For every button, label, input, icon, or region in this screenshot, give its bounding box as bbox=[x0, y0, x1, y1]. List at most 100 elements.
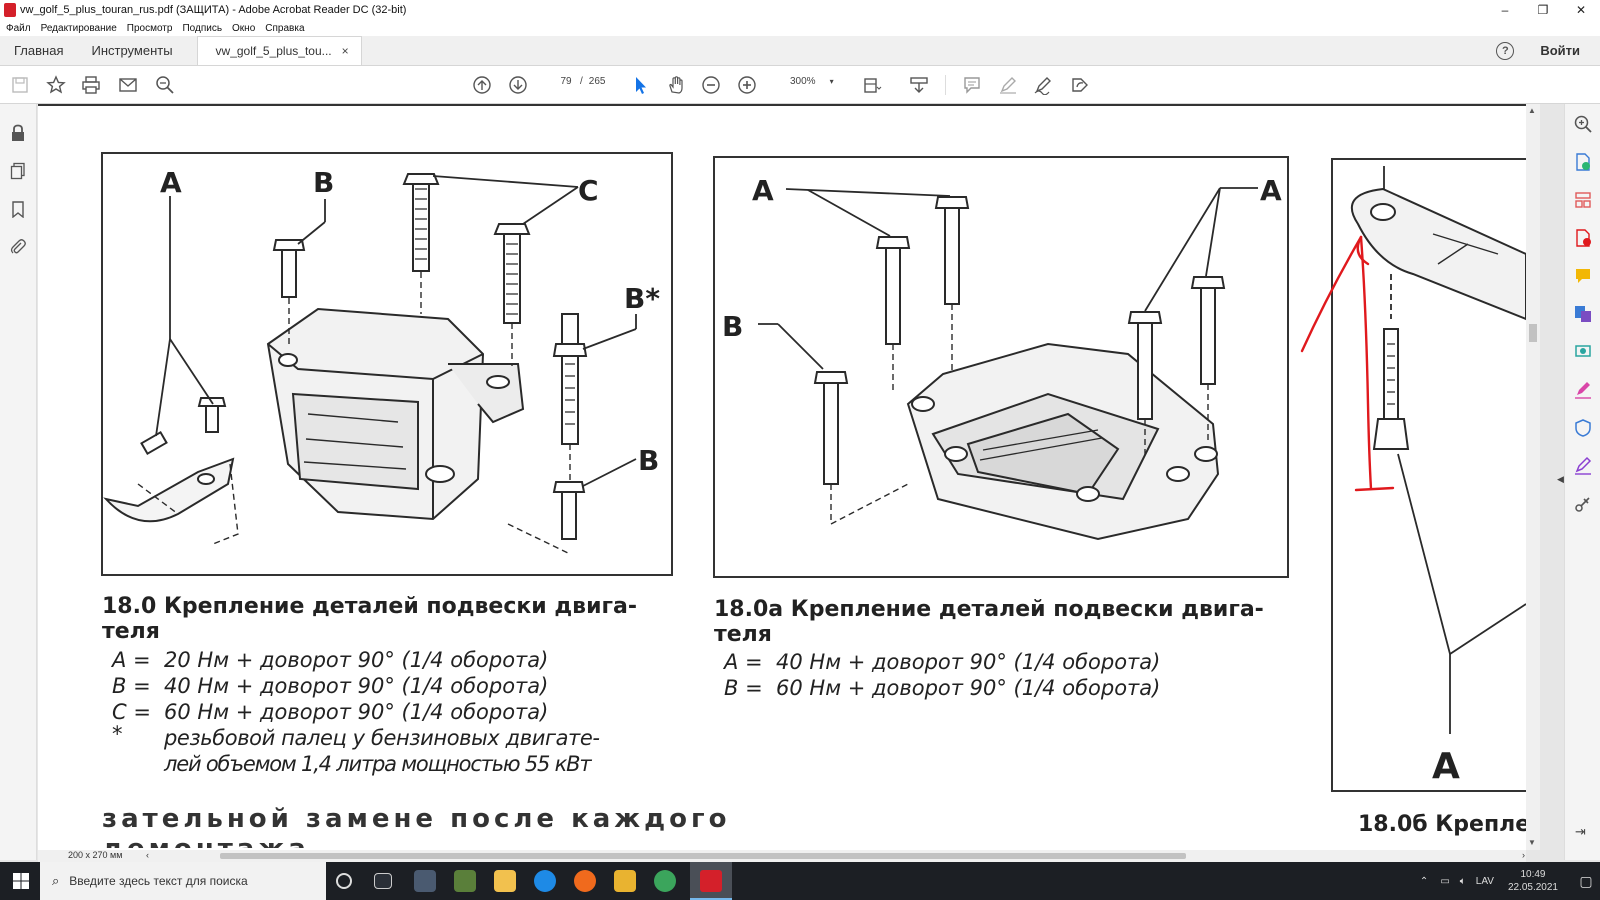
media-player-icon[interactable] bbox=[614, 870, 636, 892]
file-explorer-icon[interactable] bbox=[494, 870, 516, 892]
next-page-icon[interactable] bbox=[508, 75, 528, 95]
email-icon[interactable] bbox=[118, 75, 138, 95]
menu-view[interactable]: Просмотр bbox=[126, 22, 173, 34]
organize-pages-icon[interactable] bbox=[1573, 190, 1593, 210]
create-pdf-icon[interactable] bbox=[1573, 228, 1593, 248]
scroll-mode-icon[interactable] bbox=[909, 75, 929, 95]
login-button[interactable]: Войти bbox=[1540, 43, 1580, 58]
collapse-right-pane-icon[interactable]: ◀ bbox=[1557, 474, 1564, 484]
figure-1-spec-b: B =40 Нм + доворот 90° (1/4 оборота) bbox=[112, 673, 548, 699]
search-zoom-icon[interactable] bbox=[155, 75, 175, 95]
volume-icon[interactable]: 🔈︎ bbox=[1459, 875, 1466, 887]
menu-window[interactable]: Окно bbox=[232, 22, 256, 34]
spec-value: 40 Нм + доворот 90° (1/4 оборота) bbox=[776, 650, 1161, 674]
protect-shield-icon[interactable] bbox=[1573, 418, 1593, 438]
menu-sign[interactable]: Подпись bbox=[182, 22, 223, 34]
zoom-tool-icon[interactable] bbox=[1573, 114, 1593, 134]
tab-document[interactable]: vw_golf_5_plus_tou... × bbox=[196, 36, 362, 65]
expand-right-pane-icon[interactable]: ⇥ bbox=[1575, 824, 1586, 839]
figure-2-label-a-left: A bbox=[752, 174, 774, 207]
more-tools-icon[interactable] bbox=[1573, 494, 1593, 514]
language-indicator[interactable]: LAV bbox=[1475, 875, 1494, 887]
tab-home[interactable]: Главная bbox=[14, 43, 64, 58]
figure-3-label-a: A bbox=[1432, 746, 1460, 787]
page-number-input[interactable]: 79 bbox=[560, 76, 572, 87]
hand-tool-icon[interactable] bbox=[666, 75, 686, 95]
firefox-browser-icon[interactable] bbox=[574, 870, 596, 892]
cortana-icon[interactable] bbox=[336, 873, 352, 889]
attachment-icon[interactable] bbox=[9, 238, 27, 256]
windows-taskbar: ⌕ Введите здесь текст для поиска ⌃ ▭ 🔈︎ … bbox=[0, 862, 1600, 900]
sign-icon[interactable] bbox=[1033, 75, 1053, 95]
signature-pen-icon[interactable] bbox=[1573, 456, 1593, 476]
tab-tools[interactable]: Инструменты bbox=[91, 43, 173, 58]
vertical-scrollbar[interactable]: ▲ ▼ bbox=[1526, 104, 1540, 850]
star-icon[interactable] bbox=[46, 75, 66, 95]
taskbar-clock[interactable]: 10:49 22.05.2021 bbox=[1508, 868, 1558, 894]
engine-mount-drawing-2 bbox=[813, 196, 1226, 541]
search-icon: ⌕ bbox=[52, 873, 60, 888]
print-icon[interactable] bbox=[81, 75, 101, 95]
clock-date: 22.05.2021 bbox=[1507, 882, 1558, 893]
figure-2-spec-b: B =60 Нм + доворот 90° (1/4 оборота) bbox=[724, 675, 1160, 701]
horizontal-scrollbar[interactable]: 200 x 270 мм ‹ › bbox=[38, 850, 1526, 862]
chrome-browser-icon[interactable] bbox=[654, 870, 676, 892]
figure-1-leader-lines bbox=[155, 175, 637, 487]
acrobat-taskbar-button[interactable] bbox=[690, 862, 732, 900]
vertical-scroll-thumb[interactable] bbox=[1529, 324, 1537, 342]
taskbar-search-box[interactable]: ⌕ Введите здесь текст для поиска bbox=[40, 862, 326, 900]
share-icon[interactable] bbox=[1070, 75, 1090, 95]
comment-icon[interactable] bbox=[962, 75, 982, 95]
acrobat-taskbar-icon bbox=[700, 870, 722, 892]
send-for-review-icon[interactable] bbox=[1573, 342, 1593, 362]
tray-chevron-up-icon[interactable]: ⌃ bbox=[1419, 875, 1429, 887]
tab-close-icon[interactable]: × bbox=[341, 44, 349, 58]
zoom-level-value: 300% bbox=[790, 76, 816, 87]
menu-edit[interactable]: Редактирование bbox=[40, 22, 117, 34]
spec-key: B = bbox=[724, 676, 763, 700]
scroll-up-icon[interactable]: ▲ bbox=[1528, 106, 1536, 115]
menu-file[interactable]: Файл bbox=[6, 22, 31, 34]
scroll-left-icon[interactable]: ‹ bbox=[146, 850, 149, 860]
figure-1-label-bstar: B* bbox=[624, 282, 660, 315]
network-icon[interactable]: ▭ bbox=[1440, 875, 1450, 887]
notifications-icon[interactable]: ▢ bbox=[1579, 872, 1593, 889]
combine-files-icon[interactable] bbox=[1573, 304, 1593, 324]
right-tools-pane: ◀ ⇥ bbox=[1557, 104, 1600, 860]
bookmark-icon[interactable] bbox=[9, 200, 27, 219]
window-controls: – ❐ ✕ bbox=[1486, 0, 1600, 20]
minimize-button[interactable]: – bbox=[1501, 3, 1509, 17]
edge-browser-icon[interactable] bbox=[534, 870, 556, 892]
zoom-out-icon[interactable] bbox=[701, 75, 721, 95]
explorer-app-icon[interactable] bbox=[414, 870, 436, 892]
menu-help[interactable]: Справка bbox=[265, 22, 305, 34]
windows-start-icon[interactable] bbox=[12, 872, 30, 890]
figure-3-caption: 18.0б Крепле bbox=[1358, 812, 1526, 837]
comment-tool-icon[interactable] bbox=[1573, 266, 1593, 286]
select-tool-icon[interactable] bbox=[630, 75, 650, 95]
tab-bar: Главная Инструменты vw_golf_5_plus_tou..… bbox=[0, 36, 1600, 66]
figure-1-label-b2: B bbox=[638, 444, 659, 477]
scroll-down-icon[interactable]: ▼ bbox=[1528, 838, 1536, 847]
utility-app-icon[interactable] bbox=[454, 870, 476, 892]
page-fit-icon[interactable] bbox=[862, 75, 882, 95]
save-icon[interactable] bbox=[10, 75, 30, 95]
figure-1-caption-line1: 18.0 Крепление деталей подвески двига- bbox=[102, 594, 637, 619]
previous-page-icon[interactable] bbox=[472, 75, 492, 95]
restore-button[interactable]: ❐ bbox=[1537, 3, 1549, 17]
store-app-icon[interactable] bbox=[374, 873, 392, 889]
lock-icon[interactable] bbox=[9, 124, 27, 142]
export-pdf-icon[interactable] bbox=[1573, 152, 1593, 172]
highlight-pen-icon[interactable] bbox=[998, 75, 1018, 95]
fill-sign-icon[interactable] bbox=[1573, 380, 1593, 400]
close-window-button[interactable]: ✕ bbox=[1575, 3, 1587, 17]
page-thumbnails-icon[interactable] bbox=[9, 162, 27, 180]
scroll-right-icon[interactable]: › bbox=[1522, 850, 1525, 860]
help-icon[interactable]: ? bbox=[1496, 41, 1515, 60]
zoom-in-icon[interactable] bbox=[737, 75, 757, 95]
zoom-level-select[interactable]: 300% ▾ bbox=[790, 76, 834, 87]
figure-1-note-line2: лей объемом 1,4 литра мощностью 55 кВт bbox=[164, 752, 592, 776]
figure-3-leader-lines bbox=[1383, 166, 1526, 734]
horizontal-scroll-thumb[interactable] bbox=[220, 853, 1186, 859]
